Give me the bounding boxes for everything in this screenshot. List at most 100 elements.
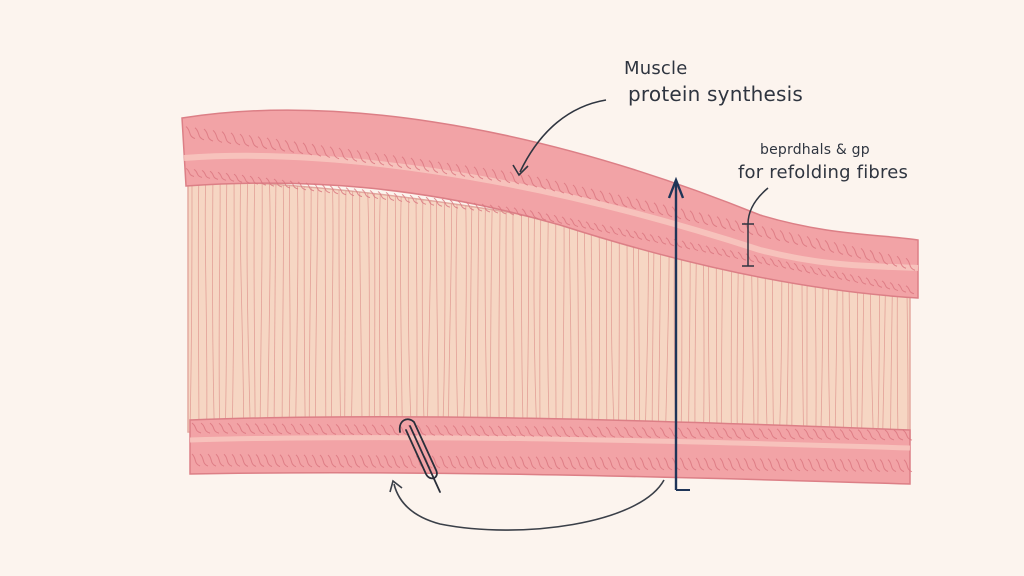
sheath-twist: [689, 210, 700, 224]
fiber-strand: [379, 180, 382, 440]
sheath-twist: [833, 242, 844, 255]
sheath-twist: [743, 458, 753, 471]
bottom-sheath: [189, 415, 911, 485]
sheath-twist: [775, 458, 785, 472]
sheath-twist: [385, 192, 395, 201]
sheath-twist: [284, 140, 295, 153]
fiber-strand: [303, 180, 306, 440]
sheath-twist: [495, 456, 505, 469]
refolding-label-line1: beprdhals & gp: [760, 142, 870, 158]
sheath-twist: [380, 424, 391, 436]
sheath-twist: [393, 193, 403, 202]
synthesis-label-line2: protein synthesis: [628, 82, 804, 106]
sheath-twist: [553, 214, 563, 224]
sheath-twist: [233, 173, 243, 183]
sheath-twist: [823, 458, 833, 472]
fiber-strand: [373, 180, 376, 440]
sheath-twist: [231, 453, 241, 467]
sheath-twist: [527, 174, 538, 188]
sheath-twist: [521, 208, 531, 218]
sheath-twist: [470, 425, 481, 437]
sheath-twist: [337, 186, 347, 196]
sheath-twist: [551, 426, 562, 438]
sheath-twist: [561, 216, 571, 226]
sheath-twist: [721, 248, 731, 258]
sheath-twist: [769, 258, 779, 268]
fiber-strand: [212, 180, 216, 440]
sheath-twist: [563, 182, 574, 196]
sheath-twist: [857, 275, 867, 285]
sheath-twist: [605, 426, 616, 438]
fiber-strand: [350, 180, 354, 440]
sheath-twist: [783, 458, 793, 472]
sheath-twist: [308, 423, 319, 435]
sheath-twist: [487, 456, 497, 469]
sheath-twist: [302, 142, 313, 156]
synthesis-pointer-arrowhead: [512, 164, 529, 177]
sheath-twist: [317, 423, 328, 435]
sheath-twist: [519, 456, 529, 470]
sheath-twist: [713, 427, 724, 439]
top-sheath-texture: [185, 126, 916, 295]
sheath-twist: [644, 200, 655, 214]
sheath-twist: [863, 459, 873, 472]
sheath-twist: [209, 170, 219, 180]
sheath-twist: [869, 249, 880, 263]
sheath-twist: [417, 195, 427, 205]
sheath-twist: [443, 425, 454, 437]
sheath-twist: [722, 427, 733, 439]
sheath-twist: [807, 458, 817, 472]
sheath-twist: [569, 426, 580, 438]
sheath-twist: [697, 243, 707, 253]
sheath-twist: [609, 226, 619, 236]
sheath-twist: [433, 197, 443, 207]
sheath-twist: [212, 129, 223, 143]
sheath-twist: [893, 429, 904, 441]
sheath-twist: [401, 193, 411, 203]
sheath-twist: [297, 181, 307, 191]
sheath-twist: [401, 156, 412, 170]
sheath-twist: [905, 285, 915, 295]
sheath-twist: [704, 427, 715, 439]
sheath-twist: [335, 454, 345, 468]
sheath-twist: [686, 427, 697, 439]
sheath-twist: [812, 428, 823, 440]
top-sheath-band: [183, 152, 919, 271]
sheath-twist: [841, 272, 851, 282]
sheath-twist: [626, 196, 637, 210]
sheath-twist: [362, 424, 373, 436]
sheath-twist: [200, 422, 211, 434]
sheath-twist: [359, 454, 369, 468]
sheath-twist: [491, 169, 502, 182]
up-arrow-icon: [667, 176, 690, 491]
sheath-twist: [641, 232, 651, 242]
sheath-twist: [419, 158, 430, 172]
sheath-twist: [471, 455, 481, 469]
sheath-twist: [785, 261, 795, 271]
sheath-twist: [463, 455, 473, 469]
sheath-twist: [895, 459, 905, 473]
sheath-twist: [695, 427, 706, 439]
sheath-twist: [303, 454, 313, 468]
sheath-twist: [185, 126, 196, 140]
sheath-twist: [375, 455, 385, 468]
sheath-twist: [617, 194, 628, 208]
fiber-strand: [331, 180, 334, 440]
sheath-twist: [311, 143, 322, 157]
sheath-twist: [761, 226, 772, 240]
sheath-twist: [437, 161, 448, 175]
sheath-twist: [653, 202, 664, 216]
sheath-twist: [791, 458, 801, 472]
fiber-strand: [218, 180, 221, 440]
sheath-twist: [655, 457, 665, 471]
sheath-twist: [687, 457, 697, 471]
sheath-twist: [248, 134, 259, 148]
sheath-twist: [489, 204, 499, 214]
sheath-twist: [239, 133, 250, 147]
sheath-twist: [647, 457, 657, 471]
sheath-twist: [209, 422, 220, 434]
sheath-twist: [265, 177, 275, 187]
sheath-twist: [299, 423, 310, 435]
curved-arrow-icon: [389, 479, 665, 531]
sheath-twist: [734, 220, 745, 234]
